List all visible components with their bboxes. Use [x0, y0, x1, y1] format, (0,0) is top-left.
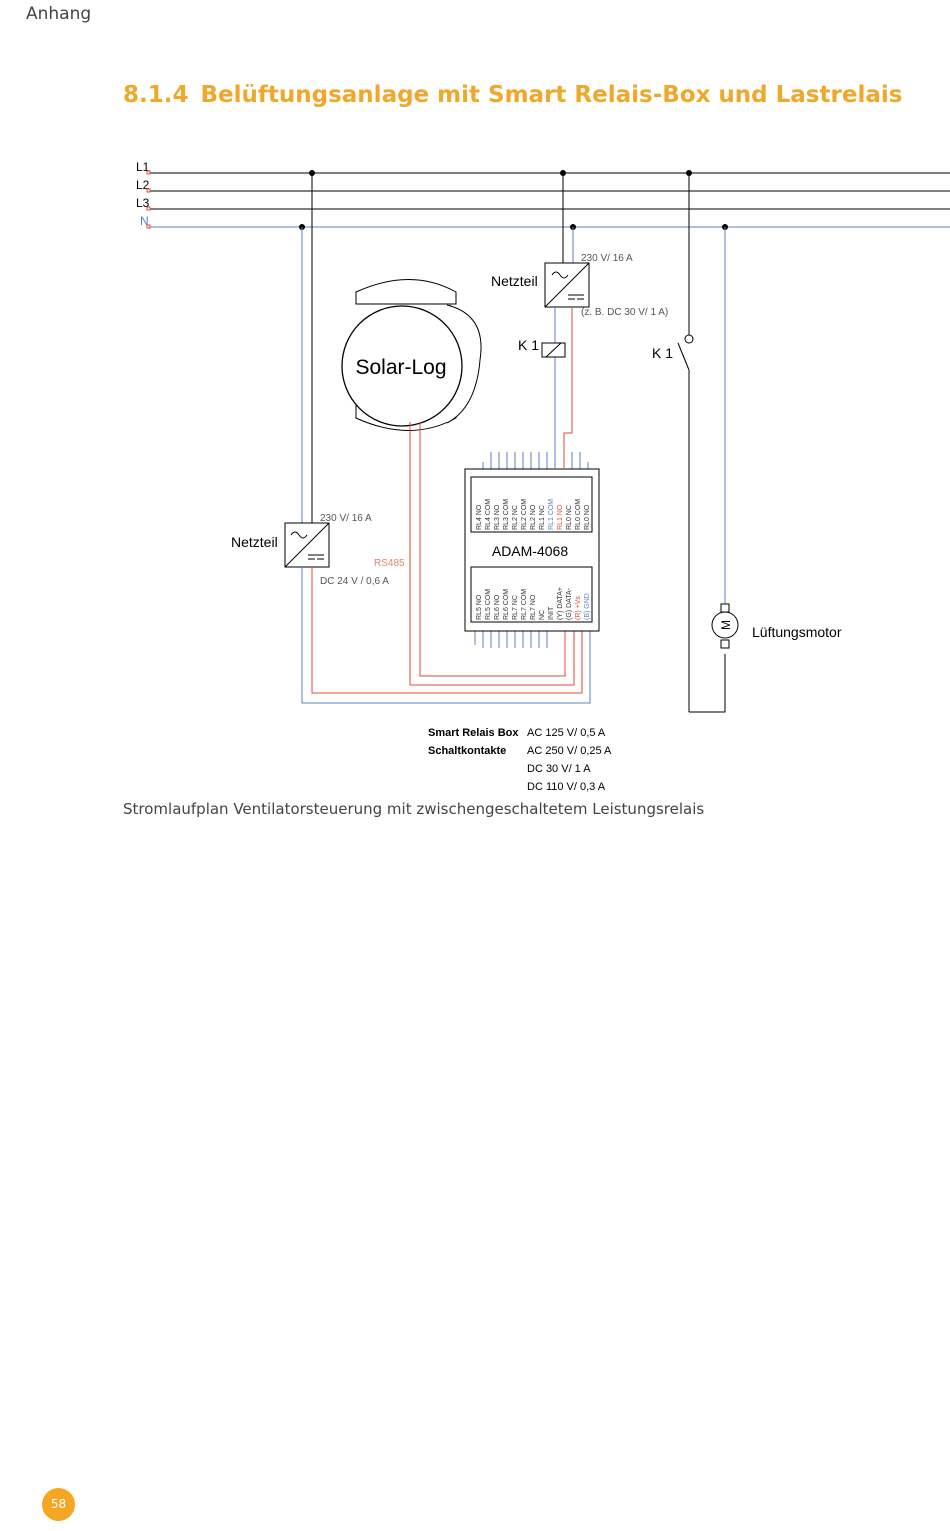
- phase-label-l3: L3: [136, 196, 150, 210]
- adam-top-stubs: [482, 452, 589, 470]
- psu-top: [544, 262, 590, 308]
- terminal-label: (B) GND: [584, 593, 591, 620]
- terminal-label: RL1 COM: [548, 499, 555, 530]
- psu-top-output: (z. B. DC 30 V/ 1 A): [581, 307, 668, 318]
- terminal-label: INIT: [548, 606, 555, 620]
- spec-table: Smart Relais Box Schaltkontakte AC 125 V…: [428, 727, 612, 793]
- phase-label-l2: L2: [136, 178, 150, 192]
- terminal-label: RL6 NO: [494, 594, 501, 620]
- terminal-label: (G) DATA-: [566, 587, 573, 620]
- terminal-label: NC: [539, 610, 546, 620]
- junction-dots: [299, 170, 728, 230]
- terminal-label: RL2 NO: [530, 504, 537, 530]
- spec-value: AC 125 V/ 0,5 A: [527, 727, 606, 739]
- adam-bottom-terminals: RL5 NO RL5 COM RL6 NO RL6 COM RL7 NC RL7…: [476, 587, 591, 620]
- relay-contact: [677, 342, 690, 371]
- page-number-badge: 58: [42, 1488, 75, 1521]
- relay-coil-label: K 1: [518, 337, 539, 353]
- terminal-label: RL5 NO: [476, 594, 483, 620]
- terminal-label: RL7 NC: [512, 595, 519, 620]
- terminal-label: RL3 NO: [494, 504, 501, 530]
- section-label: Anhang: [26, 4, 92, 24]
- phase-label-n: N: [140, 214, 149, 228]
- terminal-label: RL0 COM: [575, 499, 582, 530]
- rs485-label: RS485: [374, 558, 405, 569]
- psu-top-plus-wire: [563, 307, 573, 468]
- contact-terminal: [684, 334, 694, 344]
- spec-value: DC 30 V/ 1 A: [527, 763, 591, 775]
- spec-title-1: Smart Relais Box: [428, 727, 519, 739]
- terminal-label: RL7 NO: [530, 594, 537, 620]
- motor-symbol: M: [719, 620, 733, 630]
- adam-top-terminals: RL4 NO RL4 COM RL3 NO RL3 COM RL2 NC RL2…: [476, 499, 591, 530]
- terminal-label: RL6 COM: [503, 589, 510, 620]
- terminal-label: (R) +Vs: [575, 596, 582, 620]
- motor-label: Lüftungsmotor: [752, 624, 842, 640]
- spec-title-2: Schaltkontakte: [428, 745, 506, 757]
- spec-value: DC 110 V/ 0,3 A: [527, 781, 606, 793]
- terminal-label: RL4 NO: [476, 504, 483, 530]
- adam-label: ADAM-4068: [492, 543, 568, 559]
- figure-caption: Stromlaufplan Ventilatorsteuerung mit zw…: [123, 800, 705, 818]
- psu-left: [284, 522, 330, 568]
- terminal-label: RL4 COM: [485, 499, 492, 530]
- section-number: 8.1.4: [123, 82, 189, 108]
- terminal-label: RL0 NC: [566, 505, 573, 530]
- psu-top-rating: 230 V/ 16 A: [581, 253, 633, 264]
- spec-value: AC 250 V/ 0,25 A: [527, 745, 612, 757]
- psu-left-rating: 230 V/ 16 A: [320, 513, 372, 524]
- psu-left-output: DC 24 V / 0,6 A: [320, 576, 389, 587]
- terminal-label: RL2 COM: [521, 499, 528, 530]
- terminal-markers: [146, 170, 151, 229]
- solar-log-label: Solar-Log: [355, 356, 446, 379]
- terminal-label: RL1 NC: [539, 505, 546, 530]
- adam-bottom-wiring: [301, 422, 591, 704]
- terminal-label: RL3 COM: [503, 499, 510, 530]
- wiring-diagram: L1 L2 L3 N Netzteil 230 V/ 16 A (z. B. D…: [136, 160, 950, 793]
- adam-module: [464, 468, 600, 632]
- terminal-label: RL2 NC: [512, 505, 519, 530]
- terminal-label: (Y) DATA+: [557, 587, 564, 620]
- phase-labels: L1 L2 L3 N: [136, 160, 150, 228]
- adam-bottom-stubs: [474, 630, 548, 648]
- section-heading: 8.1.4 Belüftungsanlage mit Smart Relais-B…: [123, 82, 902, 108]
- solar-log-device: [341, 279, 482, 431]
- terminal-label: RL5 COM: [485, 589, 492, 620]
- motor-return-wire: [689, 654, 726, 713]
- phase-lines: [150, 172, 950, 228]
- terminal-label: RL7 COM: [521, 589, 528, 620]
- terminal-label: RL0 NO: [584, 504, 591, 530]
- motor: M: [711, 603, 739, 649]
- relay-contact-label: K 1: [652, 345, 673, 361]
- psu-top-label: Netzteil: [491, 273, 538, 289]
- psu-left-label: Netzteil: [231, 534, 278, 550]
- phase-label-l1: L1: [136, 160, 150, 174]
- terminal-label: RL1 NO: [557, 504, 564, 530]
- section-title: Belüftungsanlage mit Smart Relais-Box un…: [200, 82, 903, 108]
